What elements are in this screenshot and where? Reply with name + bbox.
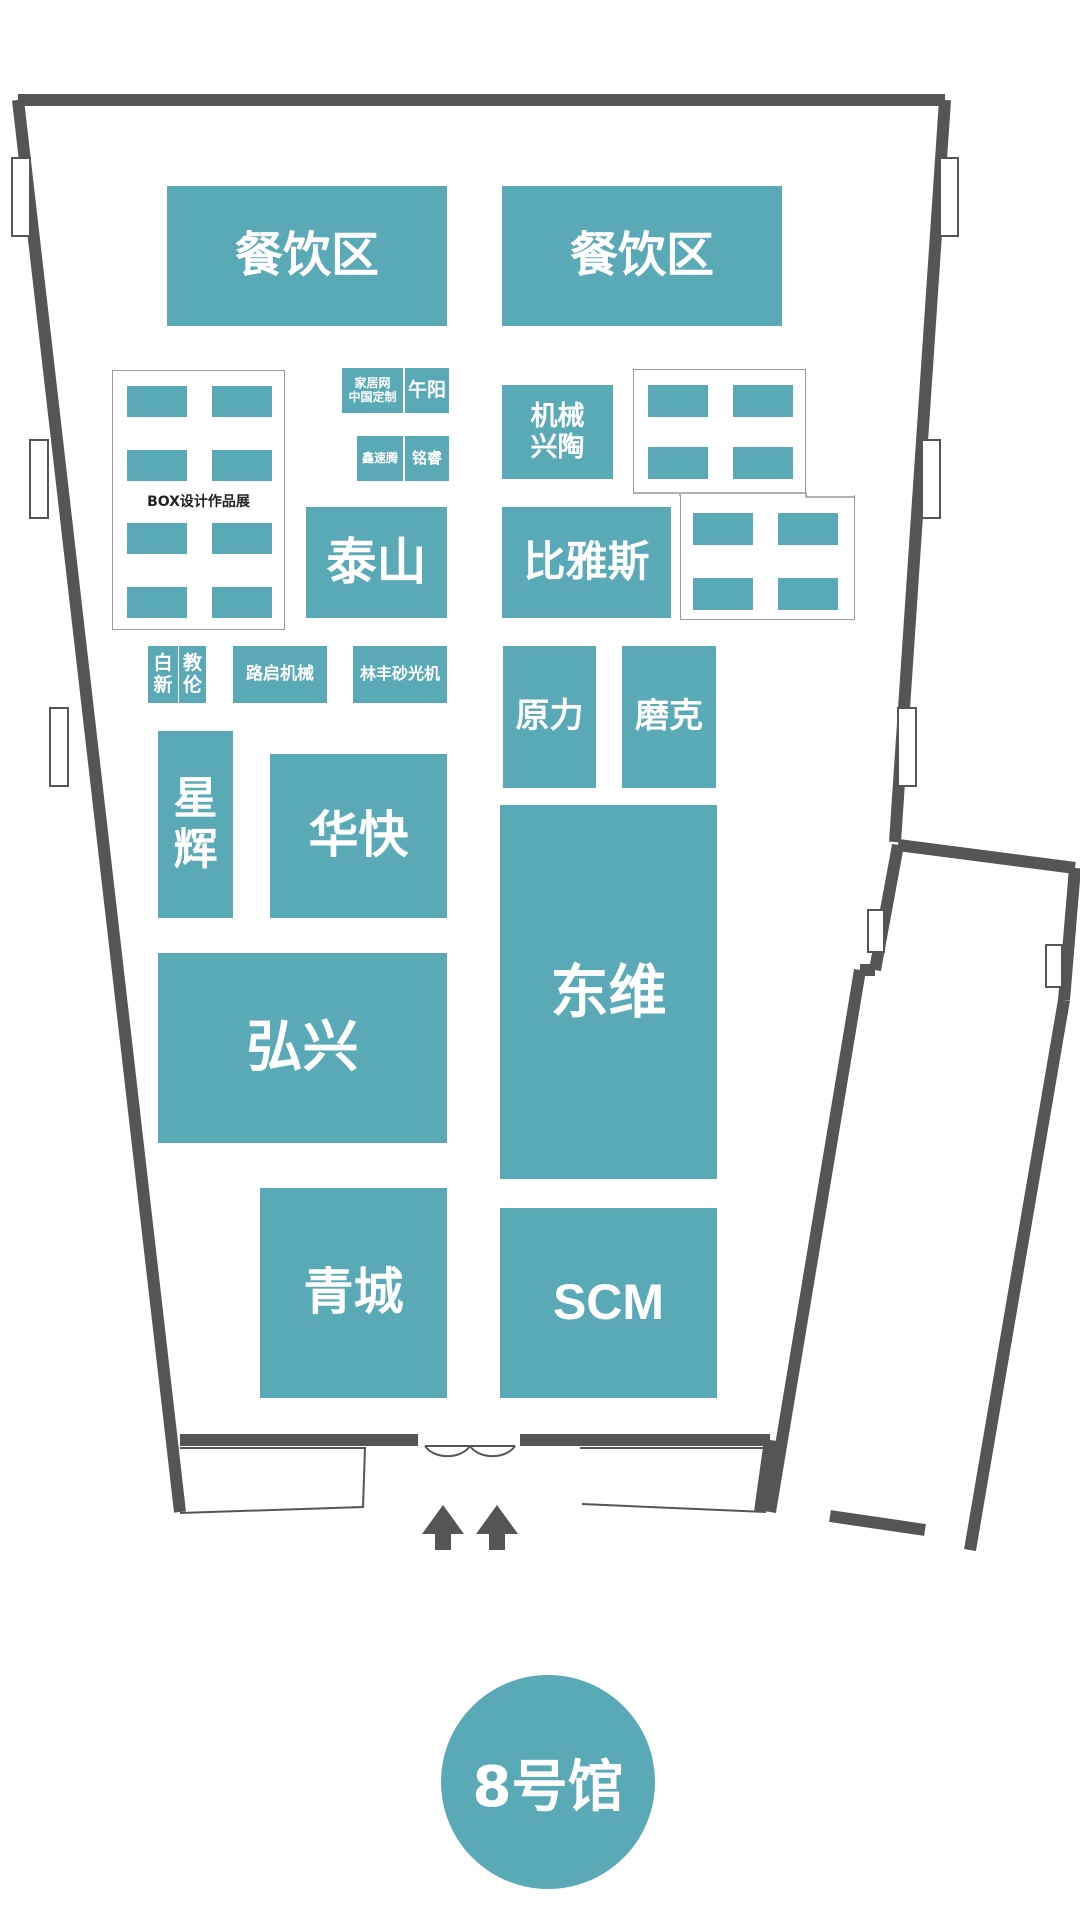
- box-booth-cell: [212, 523, 272, 554]
- door-icon: [11, 157, 1063, 988]
- right-cluster-lower: [680, 495, 855, 620]
- booth-label: 林丰砂光机: [359, 664, 440, 684]
- booth-moke[interactable]: 磨克: [622, 646, 716, 788]
- booth-huakuai[interactable]: 华快: [270, 754, 447, 918]
- booth-baixin[interactable]: 白 新: [148, 646, 178, 703]
- box-booth-cell: [212, 587, 272, 618]
- box-booth-cell: [127, 386, 187, 417]
- booth-hongxing[interactable]: 弘兴: [158, 953, 447, 1143]
- booth-label: 路启机械: [246, 663, 314, 684]
- box-booth-cell: [212, 450, 272, 481]
- booth-dining-right[interactable]: 餐饮区: [502, 186, 782, 326]
- booth-label: 华快: [308, 806, 409, 865]
- booth-label: 家居网 中国定制: [348, 375, 397, 404]
- hall-walls: [12, 94, 1080, 1552]
- booth-label: 午阳: [407, 378, 446, 401]
- box-exhibit-label: BOX设计作品展: [147, 494, 250, 510]
- side-rooms: [179, 1447, 769, 1514]
- booth-qingcheng[interactable]: 青城: [260, 1188, 447, 1398]
- box-booth-cell: [127, 523, 187, 554]
- booth-label: 原力: [515, 696, 584, 737]
- booth-label: 教 伦: [182, 651, 202, 696]
- cluster-booth-cell: [733, 447, 793, 479]
- booth-label: 餐饮区: [569, 227, 714, 284]
- box-booth-cell: [127, 587, 187, 618]
- cluster-booth-cell: [778, 578, 838, 610]
- booth-label: 比雅斯: [523, 537, 650, 587]
- booth-label: 磨克: [635, 696, 703, 737]
- hall-label-badge: 8号馆: [441, 1675, 655, 1889]
- booth-xinghui[interactable]: 星 辉: [158, 731, 233, 918]
- cluster-booth-cell: [693, 578, 753, 610]
- booth-label: 青城: [303, 1263, 404, 1322]
- box-booth-cell: [127, 450, 187, 481]
- booth-yuanli[interactable]: 原力: [503, 646, 596, 788]
- box-booth-cell: [212, 386, 272, 417]
- booth-label: 餐饮区: [234, 227, 379, 284]
- booth-label: 东维: [550, 957, 667, 1026]
- booth-luqi[interactable]: 路启机械: [233, 646, 327, 703]
- booth-label: 机械 兴陶: [530, 400, 585, 463]
- entrance-door-icon: [424, 1445, 516, 1458]
- box-exhibit-area: [112, 370, 285, 630]
- booth-jiajuwang[interactable]: 家居网 中国定制: [342, 368, 403, 413]
- booth-biyasi[interactable]: 比雅斯: [502, 507, 671, 618]
- booth-dining-left[interactable]: 餐饮区: [167, 186, 447, 326]
- booth-linfeng[interactable]: 林丰砂光机: [353, 646, 447, 703]
- booth-mingrui[interactable]: 铭睿: [405, 436, 449, 481]
- booth-xinsuteng[interactable]: 鑫速腾: [357, 436, 403, 481]
- cluster-booth-cell: [648, 447, 708, 479]
- cluster-booth-cell: [733, 385, 793, 417]
- booth-label: SCM: [552, 1274, 665, 1331]
- booth-label: 泰山: [326, 532, 427, 591]
- booth-label: 弘兴: [246, 1014, 359, 1080]
- booth-jixie-xingtao[interactable]: 机械 兴陶: [502, 385, 613, 479]
- booth-label: 铭睿: [411, 448, 442, 467]
- booth-label: 鑫速腾: [361, 450, 398, 465]
- cluster-booth-cell: [693, 513, 753, 545]
- hall-label: 8号馆: [472, 1754, 624, 1820]
- booth-jiaolun[interactable]: 教 伦: [179, 646, 206, 703]
- cluster-booth-cell: [778, 513, 838, 545]
- right-cluster-upper: [633, 369, 806, 494]
- booth-label: 白 新: [153, 651, 173, 696]
- booth-dongwei[interactable]: 东维: [500, 805, 717, 1179]
- up-arrow-icon: [422, 1505, 518, 1550]
- cluster-booth-cell: [648, 385, 708, 417]
- booth-wuyang[interactable]: 午阳: [405, 368, 449, 413]
- booth-label: 星 辉: [173, 772, 218, 875]
- booth-taishan[interactable]: 泰山: [306, 507, 447, 618]
- booth-scm[interactable]: SCM: [500, 1208, 717, 1398]
- entrance-door-segments: [360, 1434, 926, 1536]
